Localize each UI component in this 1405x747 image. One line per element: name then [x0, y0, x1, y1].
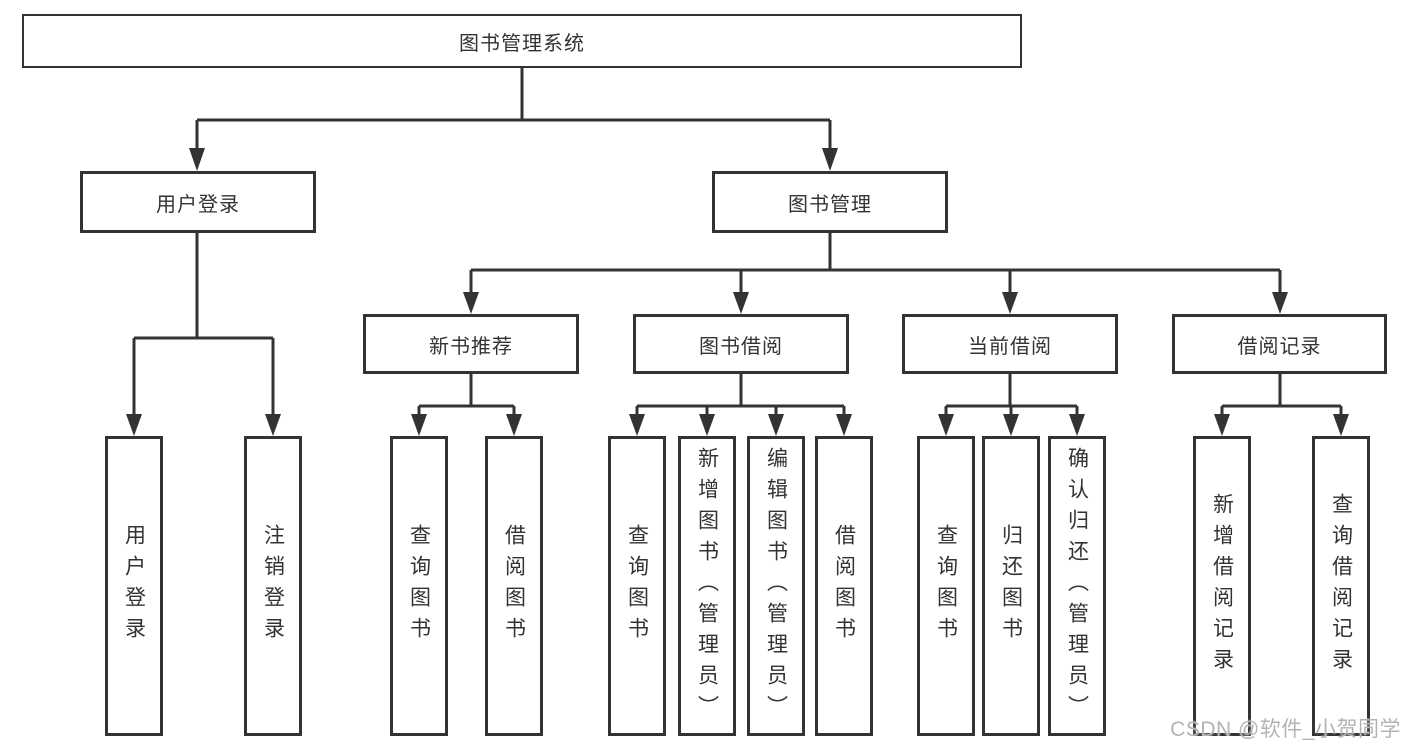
- arrow-head: [1333, 414, 1349, 436]
- node-new-book-recommend: 新书推荐: [363, 314, 579, 374]
- node-root-system: 图书管理系统: [22, 14, 1022, 68]
- connector-userlogin-to-leaves: [126, 233, 281, 436]
- arrow-head: [1003, 414, 1019, 436]
- leaf-label: 查询图书: [407, 524, 431, 648]
- connector-root-to-level1: [189, 68, 838, 171]
- leaf-return-book: 归还图书: [982, 436, 1040, 736]
- leaf-label: 确认归还（管理员）: [1065, 446, 1089, 726]
- leaf-current-query-book: 查询图书: [917, 436, 975, 736]
- arrow-head: [733, 292, 749, 314]
- arrow-head: [1272, 292, 1288, 314]
- leaf-user-login: 用户登录: [105, 436, 163, 736]
- leaf-edit-book-admin: 编辑图书（管理员）: [747, 436, 805, 736]
- connector-line: [195, 68, 832, 150]
- leaf-borrow-query-book: 查询图书: [608, 436, 666, 736]
- connector-currentborrow-to-leaves: [938, 374, 1085, 436]
- leaf-label: 查询图书: [625, 524, 649, 648]
- arrow-head: [189, 148, 205, 171]
- connector-line: [635, 374, 846, 415]
- leaf-logout: 注销登录: [244, 436, 302, 736]
- connector-line: [469, 233, 1282, 293]
- leaf-add-book-admin: 新增图书（管理员）: [678, 436, 736, 736]
- leaf-label: 新增借阅记录: [1210, 493, 1234, 679]
- connector-bookmgmt-to-level2: [463, 233, 1288, 314]
- leaf-label: 借阅图书: [832, 524, 856, 648]
- arrow-head: [768, 414, 784, 436]
- arrow-head: [629, 414, 645, 436]
- arrow-head: [1214, 414, 1230, 436]
- connector-line: [417, 374, 516, 415]
- leaf-newbook-borrow-book: 借阅图书: [485, 436, 543, 736]
- node-current-borrow: 当前借阅: [902, 314, 1118, 374]
- leaf-add-borrow-record: 新增借阅记录: [1193, 436, 1251, 736]
- leaf-label: 查询图书: [934, 524, 958, 648]
- leaf-label: 新增图书（管理员）: [695, 446, 719, 726]
- node-borrow-record: 借阅记录: [1172, 314, 1387, 374]
- arrow-head: [822, 148, 838, 171]
- arrow-head: [506, 414, 522, 436]
- leaf-borrow-book: 借阅图书: [815, 436, 873, 736]
- node-book-management: 图书管理: [712, 171, 948, 233]
- csdn-watermark: CSDN @软件_小贺同学: [1170, 718, 1401, 741]
- node-user-login: 用户登录: [80, 171, 316, 233]
- connector-line: [132, 233, 275, 415]
- leaf-confirm-return-admin: 确认归还（管理员）: [1048, 436, 1106, 736]
- leaf-label: 查询借阅记录: [1329, 493, 1353, 679]
- arrow-head: [836, 414, 852, 436]
- arrow-head: [1069, 414, 1085, 436]
- connector-borrowrecord-to-leaves: [1214, 374, 1349, 436]
- arrow-head: [463, 292, 479, 314]
- connector-bookborrow-to-leaves: [629, 374, 852, 436]
- arrow-head: [699, 414, 715, 436]
- connector-line: [944, 374, 1079, 415]
- leaf-newbook-query-book: 查询图书: [390, 436, 448, 736]
- leaf-label: 用户登录: [122, 524, 146, 648]
- arrow-head: [411, 414, 427, 436]
- leaf-label: 借阅图书: [502, 524, 526, 648]
- leaf-query-borrow-record: 查询借阅记录: [1312, 436, 1370, 736]
- arrow-head: [265, 414, 281, 436]
- arrow-head: [126, 414, 142, 436]
- connector-line: [1220, 374, 1343, 415]
- leaf-label: 注销登录: [261, 524, 285, 648]
- node-book-borrow: 图书借阅: [633, 314, 849, 374]
- arrow-head: [1002, 292, 1018, 314]
- leaf-label: 编辑图书（管理员）: [764, 446, 788, 726]
- leaf-label: 归还图书: [999, 524, 1023, 648]
- arrow-head: [938, 414, 954, 436]
- connector-newbook-to-leaves: [411, 374, 522, 436]
